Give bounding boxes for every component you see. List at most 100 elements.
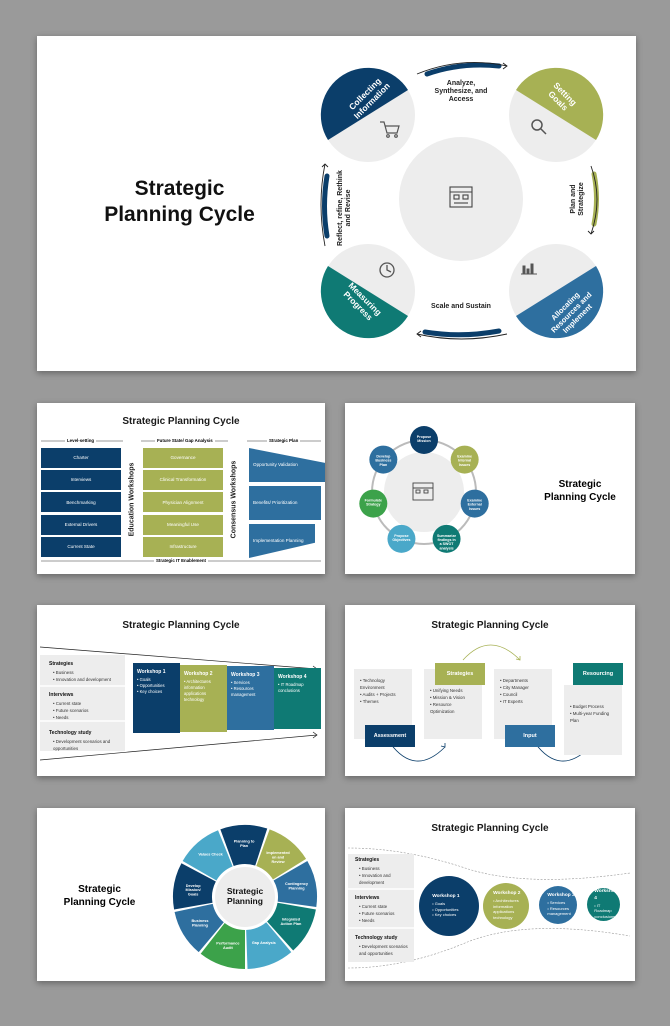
process-card-item: Technology Environment (360, 677, 407, 691)
slide-6[interactable]: Strategic Planning Cycle Strategic Plann… (37, 808, 325, 981)
header-strategic-plan: Strategic Plan (267, 438, 301, 443)
footer-it-enablement: Strategic IT Enablement (153, 558, 209, 563)
ring-segment (182, 830, 233, 881)
workshop-item: Key choices (432, 912, 471, 918)
workshop-item: Goals (432, 901, 471, 907)
q2-segment (516, 67, 604, 140)
slide-1[interactable]: Strategic Planning Cycle CollectingInfor… (37, 36, 636, 371)
cycle-node (387, 524, 416, 553)
gap-analysis-item: Clinical Transformation (143, 470, 223, 491)
source-group-item: Current state (49, 700, 124, 707)
slide-4-title: Strategic Planning Cycle (122, 620, 240, 631)
source-group-item: Business (49, 669, 124, 676)
cycle-diagram: CollectingInformation SettingGoals Alloc… (320, 62, 604, 340)
process-card-item: Themes (360, 698, 407, 705)
q3-segment (516, 266, 604, 339)
ring-segment-label: Values Check (198, 852, 223, 856)
ring-segment (173, 863, 216, 910)
svg-text:Planning: Planning (227, 896, 263, 906)
workshop-circle: Workshop 4IT Roadmap conclusions (587, 888, 620, 921)
slide-7-title: Strategic Planning Cycle (431, 823, 549, 834)
source-group-title: Interviews (355, 895, 380, 901)
education-workshops-label: Education Workshops (128, 462, 136, 537)
gap-analysis-item: Meaningful Use (143, 514, 223, 535)
source-group-item: Innovation and development (355, 872, 413, 886)
ring-segment (174, 903, 224, 953)
process-card-item: City Manager (500, 684, 547, 691)
process-card-label: Input (505, 725, 555, 747)
ring-center-label: Strategic (227, 886, 264, 896)
workshop-title: Workshop 2 (493, 891, 521, 897)
process-card-label: Resourcing (573, 663, 623, 685)
level-setting-item: Charter (41, 448, 121, 468)
ring-segment (200, 923, 245, 969)
ring-segment (267, 902, 316, 951)
workshop-item: Resources management (231, 686, 270, 698)
ring-segment (220, 825, 268, 866)
workshop-item: IT Roadmap conclusions (594, 903, 615, 920)
workshop-block: Workshop 4 IT Roadmap conclusions (274, 667, 321, 729)
workshop-title: Workshop 4 (594, 889, 618, 902)
workshop-item: Services (231, 680, 270, 686)
board-icon (412, 482, 434, 501)
process-card-item: Unifying Needs (430, 687, 477, 694)
cart-icon (380, 121, 400, 138)
q1-segment (320, 67, 408, 140)
slide-6-title: Strategic Planning Cycle (63, 884, 136, 908)
workshop-title: Workshop 2 (184, 670, 213, 677)
process-card-item: Multi-year Funding Plan (570, 710, 617, 724)
workshop-title: Workshop 1 (432, 894, 460, 900)
source-group: InterviewsCurrent stateFuture scenariosN… (49, 691, 124, 721)
cycle-node (359, 489, 388, 518)
arrow-left (322, 173, 330, 239)
search-icon (531, 119, 547, 135)
source-group-item: Innovation and development (49, 676, 124, 683)
board-icon (449, 186, 473, 208)
source-group-item: Current state (355, 903, 413, 910)
cycle-node (369, 445, 398, 474)
workshop-circle: Workshop 3ServicesResources management (539, 886, 577, 924)
process-card-item: Mission & Vision (430, 694, 477, 701)
workshop-title: Workshop 4 (278, 673, 307, 680)
cycle-node (450, 445, 479, 474)
source-group: Technology studyDevelopment scenarios an… (355, 934, 413, 957)
source-group-title: Technology study (355, 935, 398, 941)
arrow-bottom-label: Scale and Sustain (431, 303, 491, 310)
level-setting-item: Current State (41, 536, 121, 557)
source-group-item: Future scenarios (355, 910, 413, 917)
process-card-item: Departments (500, 677, 547, 684)
slide-2[interactable]: Strategic Planning Cycle Level-setting F… (37, 403, 325, 574)
slide-5[interactable]: Strategic Planning Cycle Technology Envi… (345, 605, 635, 776)
workshop-title: Workshop 1 (137, 669, 166, 675)
process-card-item: Budget Process (570, 703, 617, 710)
slide-4[interactable]: Strategic Planning Cycle StrategiesBusin… (37, 605, 325, 776)
slide-5-title: Strategic Planning Cycle (431, 620, 549, 631)
process-card-item: Audits + Projects (360, 691, 407, 698)
slide-2-title: Strategic Planning Cycle (122, 416, 240, 427)
workshop-item: Goals (137, 677, 176, 683)
slide-7[interactable]: Strategic Planning Cycle StrategiesBusin… (345, 808, 635, 981)
source-group-title: Strategies (355, 857, 380, 863)
workshop-item: IT Roadmap conclusions (278, 682, 317, 694)
q4-segment (320, 266, 408, 339)
ring-segment (246, 922, 292, 969)
gap-analysis-item: Governance (143, 448, 223, 468)
strategic-plan-item: Benefits/ Prioritization (249, 486, 321, 520)
source-group-item: Needs (355, 917, 413, 924)
source-group-title: Technology study (49, 730, 92, 736)
level-setting-item: External Drivers (41, 514, 121, 535)
workshop-item: Resources management (547, 906, 572, 917)
workshop-item: Architectures information applications t… (493, 898, 523, 920)
cycle-node (410, 426, 438, 454)
gap-analysis-item: Physician Alignment (143, 492, 223, 513)
